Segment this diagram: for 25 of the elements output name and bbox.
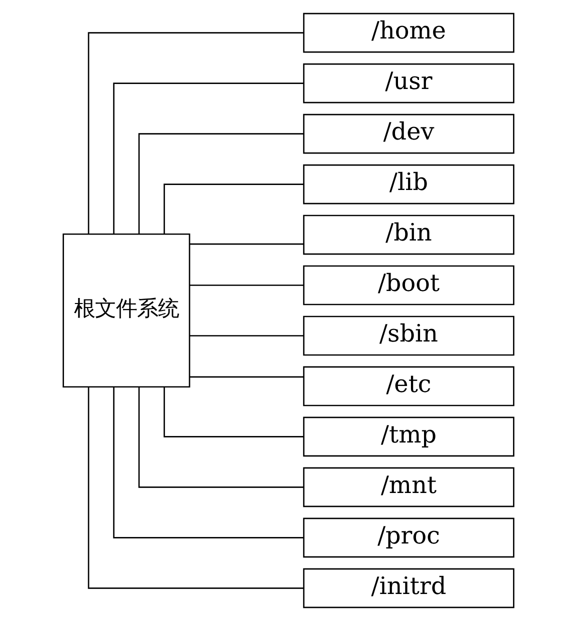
node-box: /sbin bbox=[302, 316, 514, 356]
connector bbox=[112, 82, 303, 234]
node-box: /tmp bbox=[302, 416, 514, 457]
connector bbox=[189, 243, 303, 245]
node-box: /bin bbox=[302, 214, 514, 255]
node-box: /boot bbox=[302, 265, 514, 306]
node-box: /mnt bbox=[302, 467, 514, 508]
node-box: /usr bbox=[302, 63, 514, 104]
connector bbox=[189, 335, 303, 336]
node-box: 根文件系统 bbox=[62, 233, 190, 388]
connector bbox=[163, 387, 304, 438]
node-box: /lib bbox=[302, 164, 514, 204]
connector bbox=[138, 386, 304, 488]
connector bbox=[189, 284, 303, 286]
node-box: /proc bbox=[302, 518, 514, 558]
node-box: /home bbox=[302, 12, 514, 53]
connector bbox=[87, 32, 303, 234]
connector bbox=[163, 184, 304, 234]
node-box: /etc bbox=[302, 366, 514, 406]
connector bbox=[138, 133, 304, 234]
node-box: /dev bbox=[302, 114, 514, 154]
node-box: /initrd bbox=[302, 568, 514, 608]
connector bbox=[112, 387, 303, 538]
connector bbox=[189, 376, 303, 378]
connector bbox=[87, 387, 303, 589]
